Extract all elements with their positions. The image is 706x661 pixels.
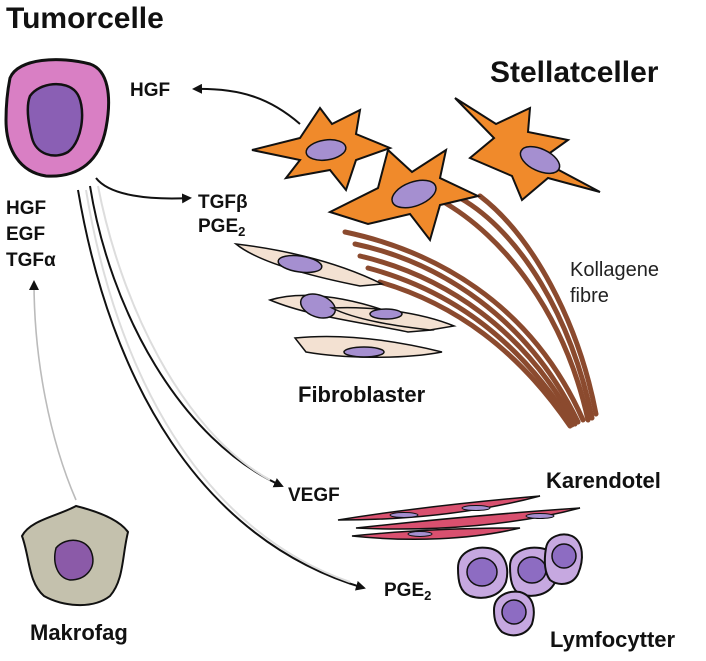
label-tumor-cell: Tumorcelle: [6, 2, 164, 35]
fibroblast-cell: [293, 335, 443, 358]
signal-tumor-hgf: HGF: [6, 198, 46, 219]
stellate-cell: [454, 97, 601, 202]
stellate-cell: [327, 147, 482, 243]
tumor-cell: [4, 58, 111, 178]
stellate-cell: [251, 106, 393, 193]
signal-hgf-out: HGF: [130, 80, 170, 101]
lymphocyte-cell: [456, 546, 509, 599]
label-collagen-line2: fibre: [570, 285, 609, 307]
fibroblast-cell: [233, 242, 385, 287]
subscript-2: 2: [424, 588, 431, 603]
path-tumor-to-vegf-faint: [97, 185, 271, 481]
label-fibroblasts: Fibroblaster: [298, 382, 426, 407]
signal-pge2-upper: PGE2: [198, 216, 245, 239]
label-endothelium: Karendotel: [546, 468, 661, 493]
label-stellate-cells: Stellatceller: [490, 56, 659, 89]
arrow-tumor-to-tgfb: [95, 177, 192, 204]
macrophage-cell: [20, 504, 130, 607]
label-collagen-line1: Kollagene: [570, 259, 659, 281]
arrow-macrophage-to-tumor: [29, 280, 77, 501]
signal-tumor-tgfa: TGFα: [6, 250, 56, 271]
lymphocyte-cell: [543, 533, 583, 585]
collagen-fibers: [342, 193, 599, 429]
fibroblast-cell: [329, 306, 457, 331]
path-tumor-to-pge2-faint: [85, 189, 351, 583]
label-macrophage: Makrofag: [30, 620, 128, 645]
subscript-2: 2: [238, 224, 245, 239]
signal-vegf: VEGF: [288, 485, 340, 506]
arrow-tumor-to-vegf: [89, 185, 284, 488]
lymphocyte-cell: [492, 590, 535, 637]
endothelial-cells: [337, 495, 581, 541]
label-lymphocytes: Lymfocytter: [550, 627, 676, 652]
signal-tumor-egf: EGF: [6, 224, 45, 245]
arrow-tumor-to-pge2: [77, 189, 366, 591]
signal-tgfb: TGFβ: [198, 192, 248, 213]
arrow-tumor-to-hgf: [192, 83, 301, 125]
signal-pge2-lower: PGE2: [384, 580, 431, 603]
